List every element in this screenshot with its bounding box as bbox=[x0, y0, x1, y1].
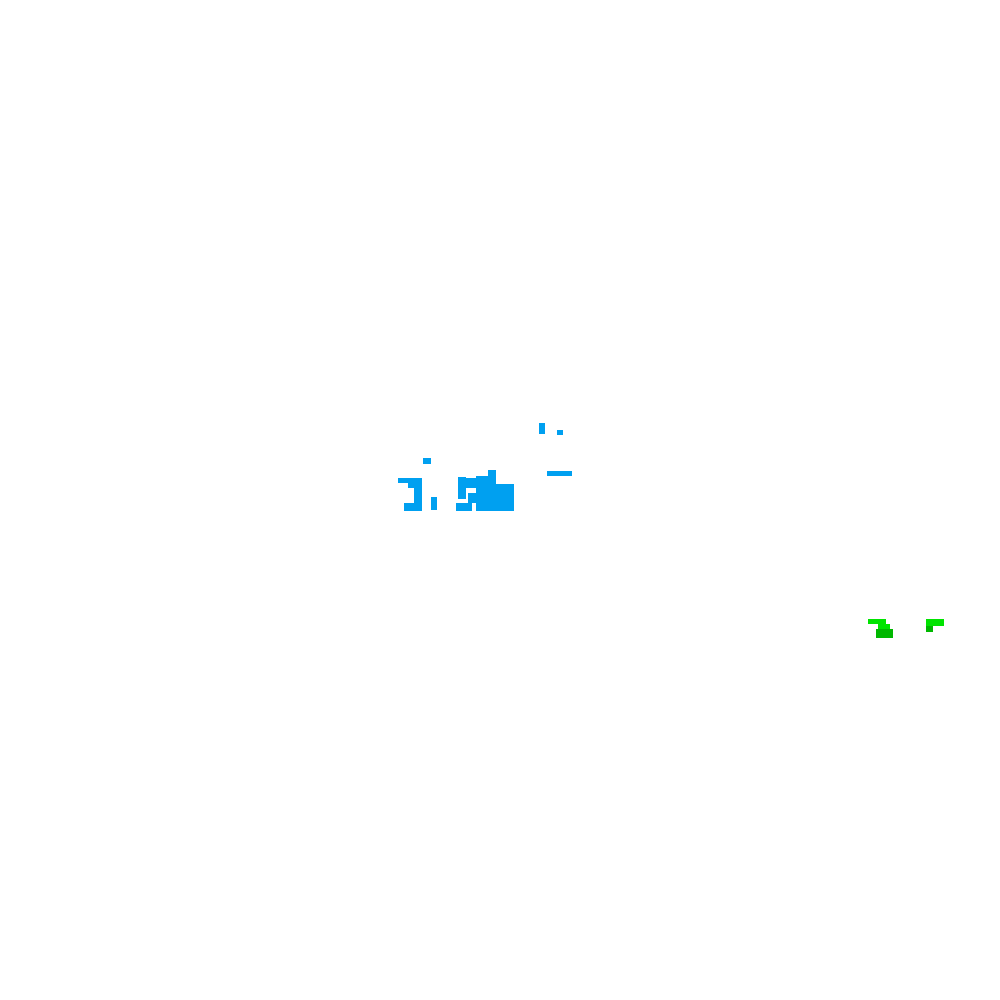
blue-pixel-cluster bbox=[398, 423, 572, 511]
blue-pixel bbox=[468, 493, 476, 503]
blue-pixel bbox=[458, 477, 466, 499]
green-pixel bbox=[876, 629, 893, 638]
blue-pixel bbox=[476, 476, 488, 511]
blue-pixel bbox=[414, 488, 422, 503]
blue-pixel bbox=[431, 497, 437, 510]
blue-pixel bbox=[423, 458, 431, 464]
blue-pixel bbox=[398, 478, 422, 483]
green-pixel bbox=[868, 619, 886, 624]
blue-pixel bbox=[557, 430, 563, 435]
blue-pixel bbox=[456, 503, 472, 511]
green-pixel bbox=[878, 624, 890, 629]
blue-pixel bbox=[408, 483, 422, 488]
blue-pixel bbox=[547, 471, 572, 476]
blue-pixel bbox=[539, 423, 545, 434]
blue-pixel bbox=[496, 484, 514, 511]
blue-pixel bbox=[466, 478, 476, 488]
blue-pixel bbox=[404, 503, 422, 511]
green-pixel-cluster bbox=[868, 619, 944, 638]
green-pixel bbox=[926, 619, 944, 626]
green-pixel bbox=[926, 626, 933, 632]
blue-pixel bbox=[488, 470, 496, 511]
